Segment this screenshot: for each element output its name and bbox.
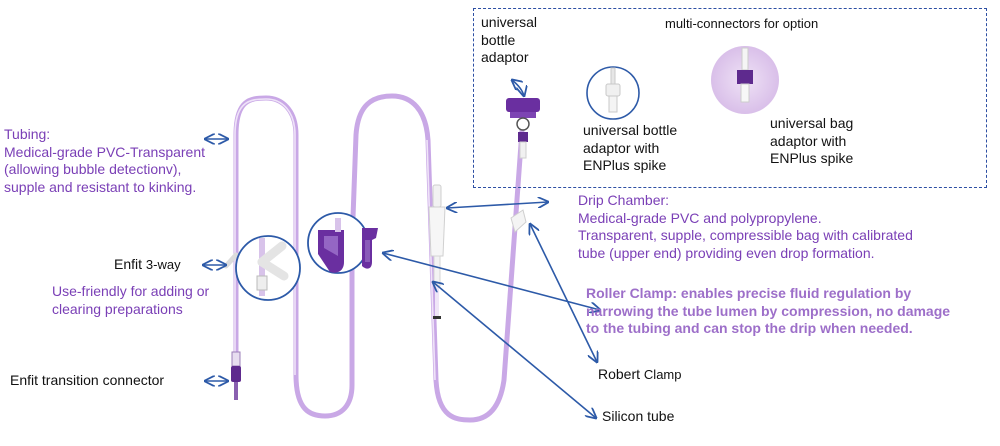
universal-bottle-1: universal xyxy=(481,14,538,30)
ubag-3: ENPlus spike xyxy=(770,150,854,166)
silicon-tube-arrow xyxy=(433,282,596,418)
use-friendly-2: clearing preparations xyxy=(52,300,183,317)
tubing-desc-1: Medical-grade PVC-Transparent xyxy=(4,143,206,160)
enfit-3way-zoom xyxy=(235,235,301,301)
silicon-tube-label: Silicon tube xyxy=(602,408,675,424)
ub-enplus-1: universal bottle xyxy=(583,122,678,138)
drip-chamber-label: Drip Chamber: Medical-grade PVC and poly… xyxy=(578,192,913,262)
universal-bottle-2: bottle xyxy=(481,31,516,48)
roller-clamp-label: Roller Clamp: enables precise fluid regu… xyxy=(586,285,950,338)
bottle-adaptor-arrow xyxy=(512,80,524,96)
robert-main: Robert xyxy=(598,366,641,382)
ub-enplus-2: adaptor with xyxy=(583,139,660,156)
enfit-3way-sub: 3-way xyxy=(145,257,181,272)
enfit-transition-label: Enfit transition connector xyxy=(10,372,165,388)
roller-desc-1: Roller Clamp: enables precise fluid regu… xyxy=(586,285,912,301)
callout-arrows xyxy=(203,80,600,418)
ubag-2: adaptor with xyxy=(770,132,847,149)
drip-chamber-arrow xyxy=(447,202,548,208)
enfit-3way-main: Enfit xyxy=(114,256,143,272)
drip-desc-3: tube (upper end) providing even drop for… xyxy=(578,244,875,261)
universal-bottle-enplus-label: universal bottle adaptor with ENPlus spi… xyxy=(583,122,677,175)
roller-desc-3: to the tubing and can stop the drip when… xyxy=(586,320,913,336)
multi-connectors-option-box xyxy=(473,8,987,188)
drip-desc-2: Transparent, supple, compressible bag wi… xyxy=(578,227,913,243)
enfit-transition-connector-graphic xyxy=(231,351,241,400)
drip-title: Drip Chamber: xyxy=(578,192,670,208)
universal-bag-enplus-label: universal bag adaptor with ENPlus spike xyxy=(770,115,853,168)
tubing-title: Tubing: xyxy=(4,126,51,142)
robert-sub: Clamp xyxy=(643,367,682,382)
drip-desc-1: Medical-grade PVC and polypropylene. xyxy=(578,209,822,226)
ubag-1: universal bag xyxy=(770,115,854,131)
universal-bottle-adaptor-enplus-graphic xyxy=(586,66,640,120)
roller-clamp-side xyxy=(362,228,378,269)
robert-clamp-label: Robert Clamp xyxy=(598,366,682,384)
roller-desc-2: narrowing the tube lumen by compression,… xyxy=(586,302,951,319)
tubing-desc-2: (allowing bubble detectionv), xyxy=(4,161,182,177)
universal-bag-adaptor-enplus-graphic xyxy=(711,46,779,114)
tubing-label: Tubing: Medical-grade PVC-Transparent (a… xyxy=(4,126,205,196)
use-friendly-label: Use-friendly for adding or clearing prep… xyxy=(52,283,209,318)
ub-enplus-3: ENPlus spike xyxy=(583,157,667,173)
universal-bottle-adaptor-label: universal bottle adaptor xyxy=(481,14,537,67)
multi-connectors-label: multi-connectors for option xyxy=(665,16,819,31)
universal-bottle-adaptor-graphic xyxy=(506,98,540,159)
tubing-desc-3: supple and resistant to kinking. xyxy=(4,178,197,195)
universal-bottle-3: adaptor xyxy=(481,49,529,65)
roller-clamp-zoom xyxy=(307,212,369,274)
use-friendly-1: Use-friendly for adding or xyxy=(52,283,210,299)
enfit-3way-label: Enfit 3-way xyxy=(114,256,181,274)
